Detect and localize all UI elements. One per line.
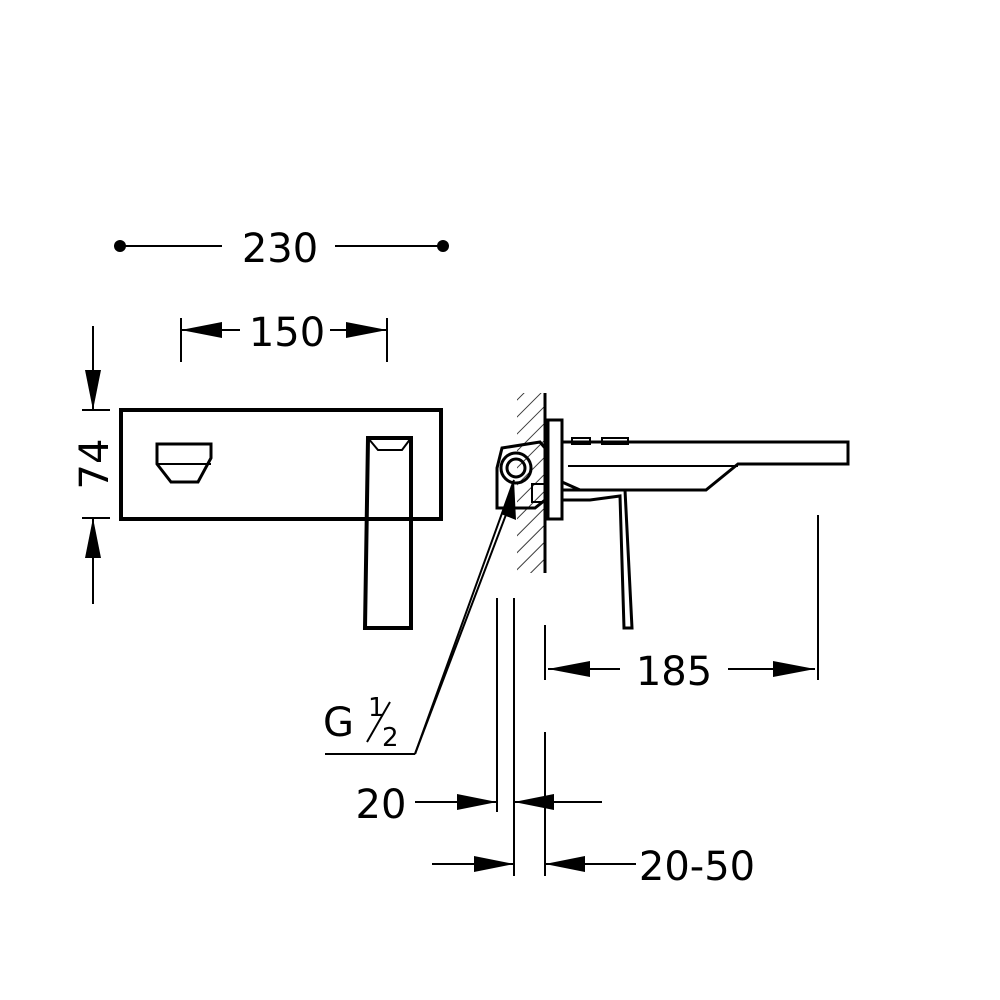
dimension-label-wall-offset: 20 (356, 782, 407, 828)
side-view (495, 393, 850, 630)
lever-side (560, 488, 634, 630)
dimension-label-wall-range: 20-50 (639, 844, 755, 890)
thread-label: G (323, 700, 354, 746)
dimension-label-plate-width: 150 (249, 310, 325, 356)
spout-side (560, 440, 850, 492)
inlet-circle-inner (505, 457, 527, 479)
thread-callout: G 1 2 (323, 479, 516, 755)
thread-fraction-bar (366, 701, 391, 743)
dimension-label-plate-height: 74 (72, 439, 118, 490)
wall-plate (119, 408, 443, 521)
front-view (119, 408, 443, 630)
dimension-plate-height: 74 (72, 326, 118, 604)
dimension-label-total-width: 230 (242, 226, 318, 272)
dimension-wall-depths: 20 20-50 (356, 598, 755, 890)
wall-plate-profile (546, 418, 564, 521)
lever-top-bevel (367, 437, 412, 451)
thread-fraction-numerator: 1 (368, 693, 385, 723)
dimension-plate-width: 150 (180, 310, 388, 362)
dimension-spout-projection: 185 (544, 515, 819, 695)
thread-fraction-denominator: 2 (382, 723, 399, 753)
lever-handle (362, 436, 413, 630)
dimension-total-width: 230 (114, 226, 449, 272)
inlet-circle-outer (499, 451, 533, 485)
dimension-label-spout-projection: 185 (636, 649, 712, 695)
